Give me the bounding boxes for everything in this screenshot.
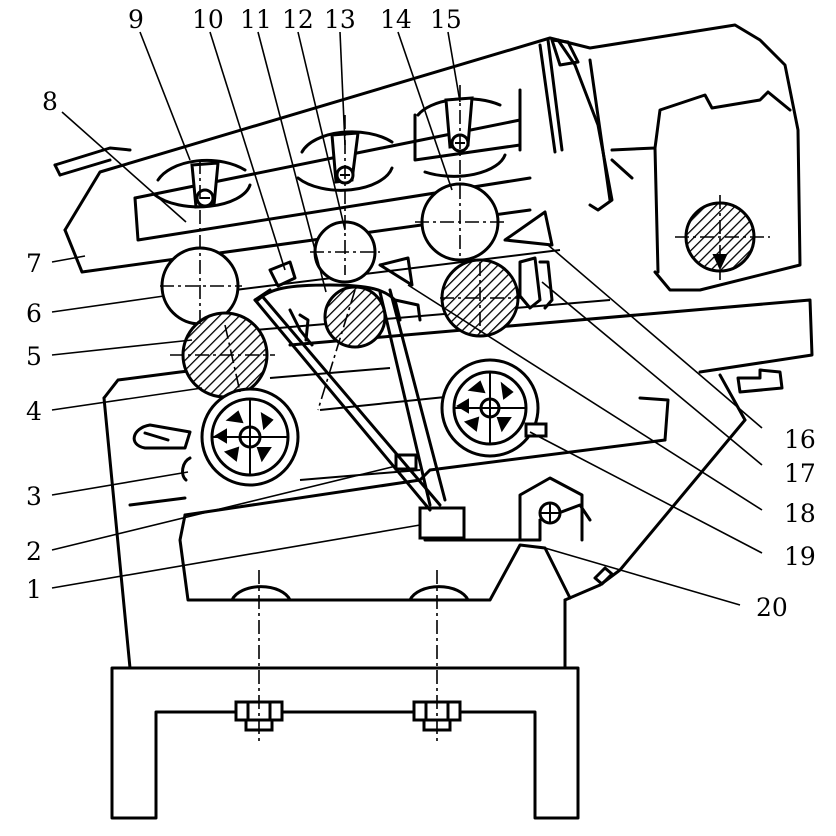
callout-7: 7 — [26, 249, 42, 278]
callout-17: 17 — [784, 459, 816, 488]
callout-14: 14 — [380, 5, 412, 34]
leader-lines — [52, 32, 762, 605]
leader-19 — [530, 432, 762, 553]
callout-1: 1 — [26, 575, 42, 604]
leader-14 — [398, 32, 452, 190]
body-cutouts — [232, 587, 468, 600]
callout-10: 10 — [192, 5, 224, 34]
leader-10 — [210, 32, 285, 270]
hook-clip — [134, 425, 190, 480]
callout-5: 5 — [26, 342, 42, 371]
leader-4 — [52, 388, 202, 410]
leader-1 — [52, 525, 420, 588]
callout-8: 8 — [42, 87, 58, 116]
callout-6: 6 — [26, 299, 42, 328]
leader-9 — [140, 32, 190, 160]
leader-17 — [542, 282, 762, 465]
leader-6 — [52, 296, 164, 312]
leader-13 — [340, 32, 345, 145]
leader-12 — [298, 32, 345, 230]
callout-9: 9 — [128, 5, 144, 34]
saddle-right — [415, 95, 520, 176]
saddle-left — [155, 160, 250, 207]
leader-7 — [52, 256, 85, 262]
callout-16: 16 — [784, 425, 816, 454]
callout-11: 11 — [240, 5, 272, 34]
callout-19: 19 — [784, 542, 816, 571]
callout-3: 3 — [26, 482, 42, 511]
callout-13: 13 — [324, 5, 356, 34]
callout-20: 20 — [756, 593, 788, 622]
callout-2: 2 — [26, 537, 42, 566]
callout-18: 18 — [784, 499, 816, 528]
gear-roller-right — [442, 360, 546, 456]
gear-roller-left — [202, 389, 298, 485]
callout-15: 15 — [430, 5, 462, 34]
leader-3 — [52, 472, 188, 495]
top-right-hatched-roller — [675, 195, 770, 280]
callout-4: 4 — [26, 397, 42, 426]
bottom-roller-11 — [325, 287, 385, 347]
callout-12: 12 — [282, 5, 314, 34]
leader-5 — [52, 340, 192, 355]
